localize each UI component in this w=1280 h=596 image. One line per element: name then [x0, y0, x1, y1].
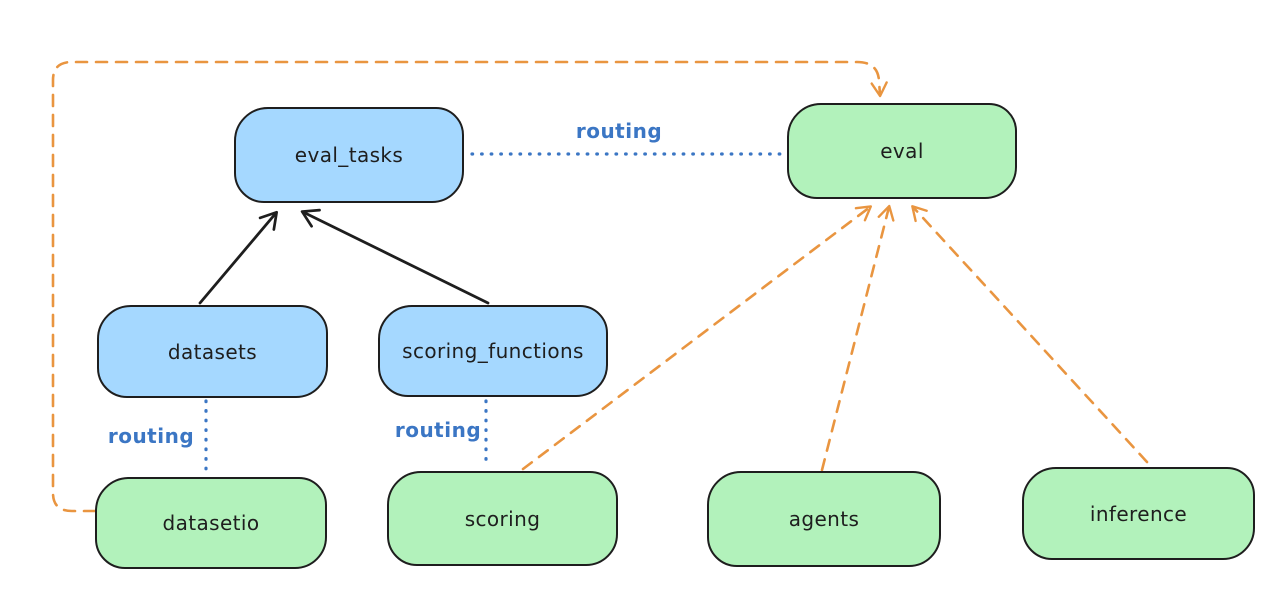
node-agents-label: agents — [788, 507, 860, 531]
node-datasets: datasets — [97, 305, 328, 398]
arrow-datasetio-to-eval — [51, 60, 888, 513]
node-inference: inference — [1022, 467, 1255, 560]
node-agents: agents — [707, 471, 941, 567]
routing-label-scoring-functions-to-scoring: routing — [394, 418, 482, 442]
arrow-scoring-functions-to-eval-tasks — [300, 208, 490, 305]
node-scoring: scoring — [387, 471, 618, 566]
node-scoring-functions-label: scoring_functions — [402, 339, 584, 363]
node-eval-label: eval — [880, 139, 924, 163]
node-eval-tasks: eval_tasks — [234, 107, 464, 203]
routing-label-eval-tasks-to-eval: routing — [575, 119, 663, 143]
node-datasetio-label: datasetio — [162, 511, 260, 535]
arrow-datasets-to-eval-tasks — [198, 210, 278, 305]
node-datasetio: datasetio — [95, 477, 327, 569]
arrow-scoring-to-eval — [521, 205, 872, 471]
node-inference-label: inference — [1089, 501, 1188, 526]
node-datasets-label: datasets — [167, 339, 258, 364]
node-scoring-label: scoring — [464, 506, 541, 531]
node-eval: eval — [787, 103, 1017, 199]
routing-label-datasets-to-datasetio: routing — [107, 424, 195, 448]
node-eval-tasks-label: eval_tasks — [294, 143, 404, 167]
arrow-agents-to-eval — [820, 204, 895, 472]
node-scoring-functions: scoring_functions — [378, 305, 608, 397]
arrow-inference-to-eval — [911, 205, 1149, 464]
